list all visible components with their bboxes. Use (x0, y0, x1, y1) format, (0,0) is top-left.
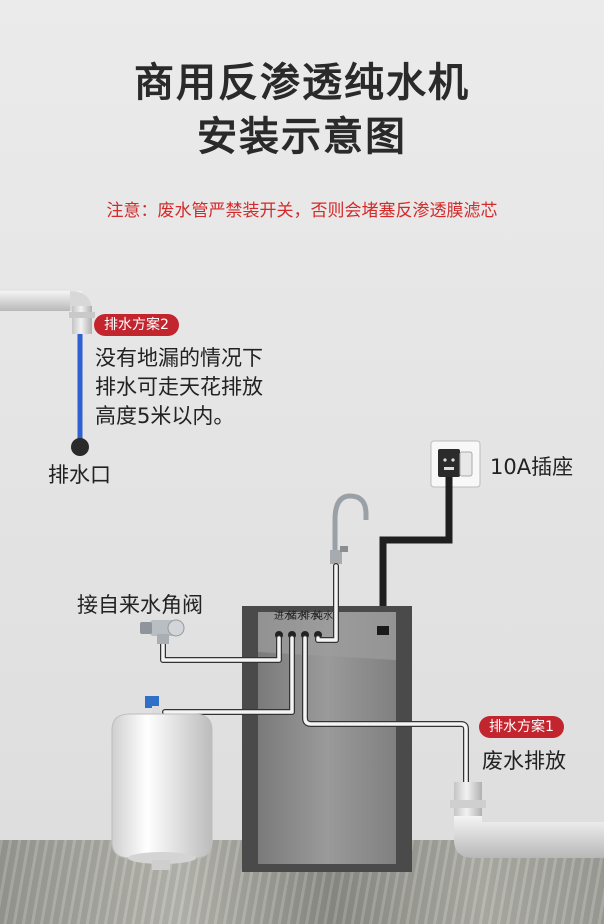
angle-valve (140, 619, 185, 644)
angle-valve-label: 接自来水角阀 (77, 593, 203, 617)
drain-option-2-line-2: 排水可走天花排放 (95, 375, 263, 399)
drain-option-2-badge: 排水方案2 (94, 314, 179, 336)
ro-machine (242, 606, 412, 872)
ceiling-drain-pipe (0, 291, 95, 334)
port-label-storage: 储水 (287, 611, 307, 622)
drain-option-2-description: 没有地漏的情况下 排水可走天花排放 高度5米以内。 (95, 344, 263, 431)
title-line-2: 安装示意图 (197, 114, 407, 160)
socket-label: 10A插座 (490, 455, 574, 479)
drain-option-2-line-1: 没有地漏的情况下 (95, 346, 263, 370)
drain-option-1-badge: 排水方案1 (479, 716, 564, 738)
notice-text: 注意：废水管严禁装开关，否则会堵塞反渗透膜滤芯 (106, 201, 498, 221)
port-label-inlet: 进水 (274, 611, 294, 622)
power-cord (379, 477, 453, 628)
wall-socket (430, 440, 481, 488)
port-label-pure: 纯水 (313, 611, 333, 622)
drain-outlet-dot (71, 438, 89, 456)
title-line-1: 商用反渗透纯水机 (134, 60, 470, 106)
water-tubes (160, 563, 469, 787)
drain-option-1-label: 废水排放 (482, 749, 566, 773)
floor-drain-pipe (450, 782, 604, 858)
drain-outlet-label: 排水口 (48, 463, 111, 487)
pressure-tank (111, 696, 213, 870)
drain-option-2-line-3: 高度5米以内。 (95, 404, 235, 428)
port-label-drain: 排水 (300, 611, 320, 622)
